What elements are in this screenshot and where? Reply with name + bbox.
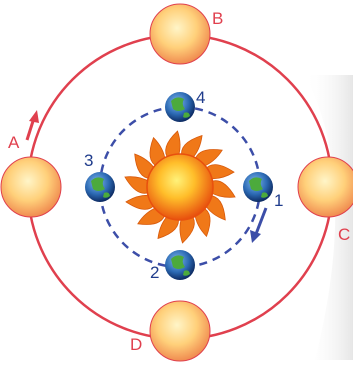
earth-4 [165,92,195,122]
sun-ray [124,176,151,194]
sun-ray [179,214,195,244]
earth-1 [243,172,273,202]
sun-ray [181,134,203,160]
outer-planet-d [149,300,211,362]
outer-planet-a [0,156,62,218]
label-1: 1 [274,191,283,210]
outer-direction-arrow [25,110,39,141]
inner-direction-arrow [250,207,268,243]
outer-planet-b [149,3,211,65]
earth-3 [85,172,115,202]
label-c: C [338,225,350,244]
label-4: 4 [196,88,205,107]
sun-ray [204,164,235,180]
sun-ray [157,214,179,240]
label-a: A [8,133,20,152]
background-shading [305,75,353,360]
sun-ray [209,180,236,198]
label-b: B [212,9,223,28]
sun-core [146,153,214,221]
outer-planet-c [297,156,353,218]
sun-ray [165,130,181,160]
label-2: 2 [150,263,159,282]
sun-ray [125,194,156,210]
label-d: D [130,335,142,354]
sun [124,130,236,244]
label-3: 3 [84,151,93,170]
earth-2 [165,250,195,280]
